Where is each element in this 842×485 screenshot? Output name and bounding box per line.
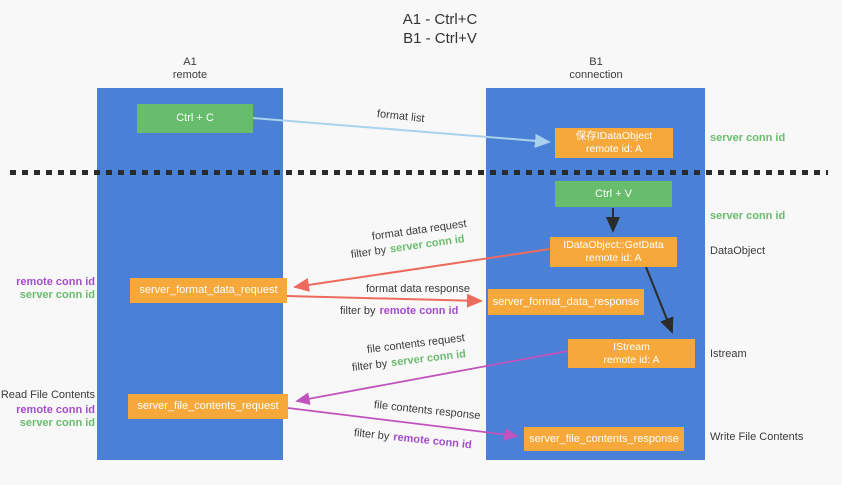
node-server-format-data-request: server_format_data_request (130, 278, 287, 303)
node-idataobject-getdata-line1: IDataObject::GetData (563, 239, 664, 251)
arrow-format-data-response (286, 293, 483, 308)
remote-conn-id-text: remote conn id (392, 431, 473, 452)
lane-header-a1: A1 remote (173, 56, 207, 82)
filter-by-text: filter by (353, 427, 390, 443)
annotation-file-contents-response: file contents response (373, 399, 482, 423)
diagram-title: A1 - Ctrl+C B1 - Ctrl+V (403, 10, 478, 48)
left-server-conn-id-top: server conn id (19, 289, 95, 301)
node-istream-line1: IStream (613, 340, 650, 353)
lane-b1-role: connection (569, 69, 623, 81)
annotation-format-data-response: format data response (366, 283, 470, 295)
node-save-idataobject-line2: remote id: A (585, 143, 643, 155)
filter-by-text: filter by (340, 305, 376, 317)
node-server-format-data-response-label: server_format_data_response (492, 295, 640, 308)
write-file-contents-label: Write File Contents (710, 431, 804, 443)
filter-by-text: filter by (351, 357, 388, 374)
dataobject-label: DataObject (710, 245, 766, 257)
annotation-format-list: format list (376, 108, 426, 125)
node-ctrl-c: Ctrl + C (137, 104, 253, 133)
node-istream: IStream remote id: A (568, 339, 695, 368)
node-server-file-contents-response: server_file_contents_response (524, 427, 684, 451)
session-divider-line (10, 170, 828, 175)
right-server-conn-id-top: server conn id (710, 132, 786, 144)
node-server-file-contents-request-label: server_file_contents_request (137, 400, 279, 412)
istream-label: Istream (710, 348, 747, 360)
remote-conn-id-text: remote conn id (379, 305, 459, 317)
left-conn-id-labels-top: remote conn id server conn id (0, 276, 95, 302)
lane-b1-name: B1 (589, 56, 603, 68)
read-file-contents-label: Read File Contents (0, 389, 95, 401)
left-remote-conn-id-top: remote conn id (16, 276, 95, 288)
node-save-idataobject-line1: 保存IDataObject (575, 130, 653, 142)
lane-header-b1: B1 connection (569, 56, 622, 82)
left-server-conn-id-bottom: server conn id (19, 417, 95, 429)
node-ctrl-v: Ctrl + V (555, 181, 672, 207)
node-idataobject-getdata-line2: remote id: A (585, 252, 642, 264)
right-server-conn-id-mid: server conn id (710, 210, 786, 222)
lane-a1-name: A1 (183, 56, 197, 68)
node-server-file-contents-response-label: server_file_contents_response (529, 432, 679, 445)
lane-a1-role: remote (172, 69, 208, 81)
node-save-idataobject: 保存IDataObject remote id: A (555, 128, 673, 158)
title-line-1: A1 - Ctrl+C (402, 11, 478, 28)
filter-by-text: filter by (350, 244, 387, 261)
node-ctrl-c-label: Ctrl + C (176, 112, 214, 124)
node-server-format-data-response: server_format_data_response (488, 289, 644, 315)
node-ctrl-v-label: Ctrl + V (595, 187, 632, 200)
node-server-format-data-request-label: server_format_data_request (139, 284, 278, 296)
node-istream-line2: remote id: A (603, 353, 660, 366)
title-line-2: B1 - Ctrl+V (403, 30, 477, 47)
node-idataobject-getdata: IDataObject::GetData remote id: A (550, 237, 677, 267)
node-server-file-contents-request: server_file_contents_request (128, 394, 288, 419)
left-remote-conn-id-bottom: remote conn id (16, 404, 95, 416)
left-conn-id-labels-bottom: remote conn id server conn id (0, 404, 95, 430)
